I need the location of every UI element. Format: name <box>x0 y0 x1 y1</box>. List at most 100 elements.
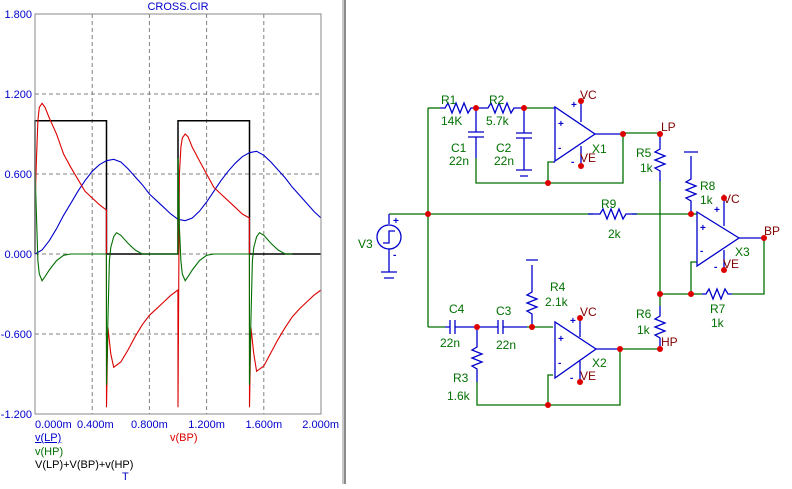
resistor-r1[interactable]: R1 14K <box>440 93 476 128</box>
capacitor-c4[interactable]: C4 22n <box>440 302 477 350</box>
y-tick-label: -1.200 <box>1 409 32 421</box>
r5-value: 1k <box>640 161 654 175</box>
node-hp-label: HP <box>661 335 678 349</box>
r2-name: R2 <box>489 93 505 107</box>
r3-name: R3 <box>453 371 469 385</box>
x3-vc-sign: + <box>714 205 720 216</box>
resistor-r8[interactable]: R8 1k <box>684 151 716 214</box>
source-v3[interactable]: + - V3 <box>358 214 402 279</box>
r1-name: R1 <box>441 93 457 107</box>
x1-minus-pin: - <box>558 143 561 154</box>
splitter-shadow <box>344 0 346 484</box>
legend-v-bp[interactable]: v(BP) <box>170 432 198 444</box>
opamp-x1[interactable]: + - + - X1 VC VE <box>553 88 623 168</box>
series-v-hp[interactable] <box>34 157 293 385</box>
pane-splitter[interactable] <box>340 0 348 484</box>
x3-ve-node: VE <box>723 257 739 271</box>
series-v-bp[interactable] <box>34 102 322 408</box>
r6-name: R6 <box>636 307 652 321</box>
x-tick-label: 1.200m <box>188 419 225 431</box>
x2-vc-sign: + <box>570 316 576 327</box>
node-lp-label: LP <box>661 120 676 134</box>
x2-plus-pin: + <box>558 334 564 345</box>
x3-vc-node: VC <box>723 192 740 206</box>
r9-value: 2k <box>608 227 622 241</box>
v3-label: V3 <box>358 237 373 251</box>
x1-vc-node: VC <box>580 88 597 102</box>
c1-value: 22n <box>449 154 469 168</box>
resistor-r3[interactable]: R3 1.6k <box>447 327 484 403</box>
r9-name: R9 <box>601 197 617 211</box>
resistor-r7[interactable]: R7 1k <box>702 287 732 330</box>
v3-minus-sign: - <box>393 250 396 261</box>
r7-name: R7 <box>710 302 726 316</box>
r2-value: 5.7k <box>486 114 510 128</box>
x-tick-label: 2.000m <box>302 419 339 431</box>
x3-label: X3 <box>735 245 750 259</box>
x2-vc-node: VC <box>580 305 597 319</box>
resistor-r9[interactable]: R9 2k <box>588 197 637 241</box>
node-bp-label: BP <box>764 224 780 238</box>
x-axis-label: T <box>122 471 129 483</box>
r5-name: R5 <box>636 146 652 160</box>
resistor-r2[interactable]: R2 5.7k <box>476 93 524 128</box>
capacitor-c1[interactable]: C1 22n <box>449 108 484 168</box>
y-tick-label: 0.000 <box>4 249 32 261</box>
opamp-x2[interactable]: + - + - X2 VC VE <box>554 305 620 384</box>
c4-name: C4 <box>449 302 465 316</box>
schematic-canvas[interactable]: .w { stroke:#007000; stroke-width:1.3; f… <box>348 0 792 484</box>
transient-plot[interactable]: CROSS.CIR 1.800 1.200 0.600 0.000 -0.600 -1.2… <box>0 0 340 484</box>
schematic-pane[interactable]: .w { stroke:#007000; stroke-width:1.3; f… <box>348 0 792 484</box>
r8-value: 1k <box>700 193 714 207</box>
x1-ve-node: VE <box>580 151 596 165</box>
x1-label: X1 <box>592 142 607 156</box>
legend-sum[interactable]: V(LP)+V(BP)+v(HP) <box>35 459 134 471</box>
legend-v-lp[interactable]: v(LP) <box>35 432 62 444</box>
r4-name: R4 <box>550 280 566 294</box>
c3-value: 22n <box>496 338 516 352</box>
wires <box>389 107 765 406</box>
x1-ve-sign: - <box>571 157 574 168</box>
y-tick-label: 1.200 <box>4 89 32 101</box>
resistor-r6[interactable]: R6 1k HP <box>636 306 678 349</box>
x2-ve-node: VE <box>580 369 596 383</box>
capacitor-c3[interactable]: C3 22n <box>477 304 527 352</box>
x-tick-label: 1.600m <box>245 419 282 431</box>
r4-value: 2.1k <box>545 295 569 309</box>
x2-ve-sign: - <box>570 373 573 384</box>
x1-vc-sign: + <box>571 100 577 111</box>
junction-dots <box>425 98 767 408</box>
r1-value: 14K <box>441 114 462 128</box>
resistor-r4[interactable]: R4 2.1k <box>525 259 569 327</box>
resistor-r5[interactable]: R5 1k LP <box>636 120 676 181</box>
x2-label: X2 <box>592 356 607 370</box>
c1-name: C1 <box>451 141 467 155</box>
x3-plus-pin: + <box>700 223 706 234</box>
x-tick-label: 0.800m <box>131 419 168 431</box>
analysis-plot-pane[interactable]: CROSS.CIR 1.800 1.200 0.600 0.000 -0.600 -1.2… <box>0 0 340 484</box>
opamp-x3[interactable]: + - + - X3 VC VE BP <box>696 192 780 273</box>
c2-name: C2 <box>496 141 512 155</box>
c4-value: 22n <box>440 336 460 350</box>
x-tick-label: 0.000m <box>35 419 72 431</box>
y-tick-label: 0.600 <box>4 169 32 181</box>
plot-title: CROSS.CIR <box>147 1 208 13</box>
r3-value: 1.6k <box>447 389 471 403</box>
y-tick-label: 1.800 <box>4 9 32 21</box>
c3-name: C3 <box>496 304 512 318</box>
v3-plus-sign: + <box>393 216 399 227</box>
c2-value: 22n <box>494 154 514 168</box>
x3-ve-sign: - <box>714 262 717 273</box>
r7-value: 1k <box>711 316 725 330</box>
x2-minus-pin: - <box>558 358 561 369</box>
splitter-highlight <box>342 0 344 484</box>
plot-frame <box>34 13 322 415</box>
y-tick-label: -0.600 <box>1 329 32 341</box>
r6-value: 1k <box>637 323 651 337</box>
r8-name: R8 <box>700 179 716 193</box>
x1-plus-pin: + <box>558 119 564 130</box>
x3-minus-pin: - <box>700 246 703 257</box>
legend-v-hp[interactable]: v(HP) <box>35 446 64 458</box>
capacitor-c2[interactable]: C2 22n <box>494 108 532 177</box>
x-tick-label: 0.400m <box>77 419 114 431</box>
